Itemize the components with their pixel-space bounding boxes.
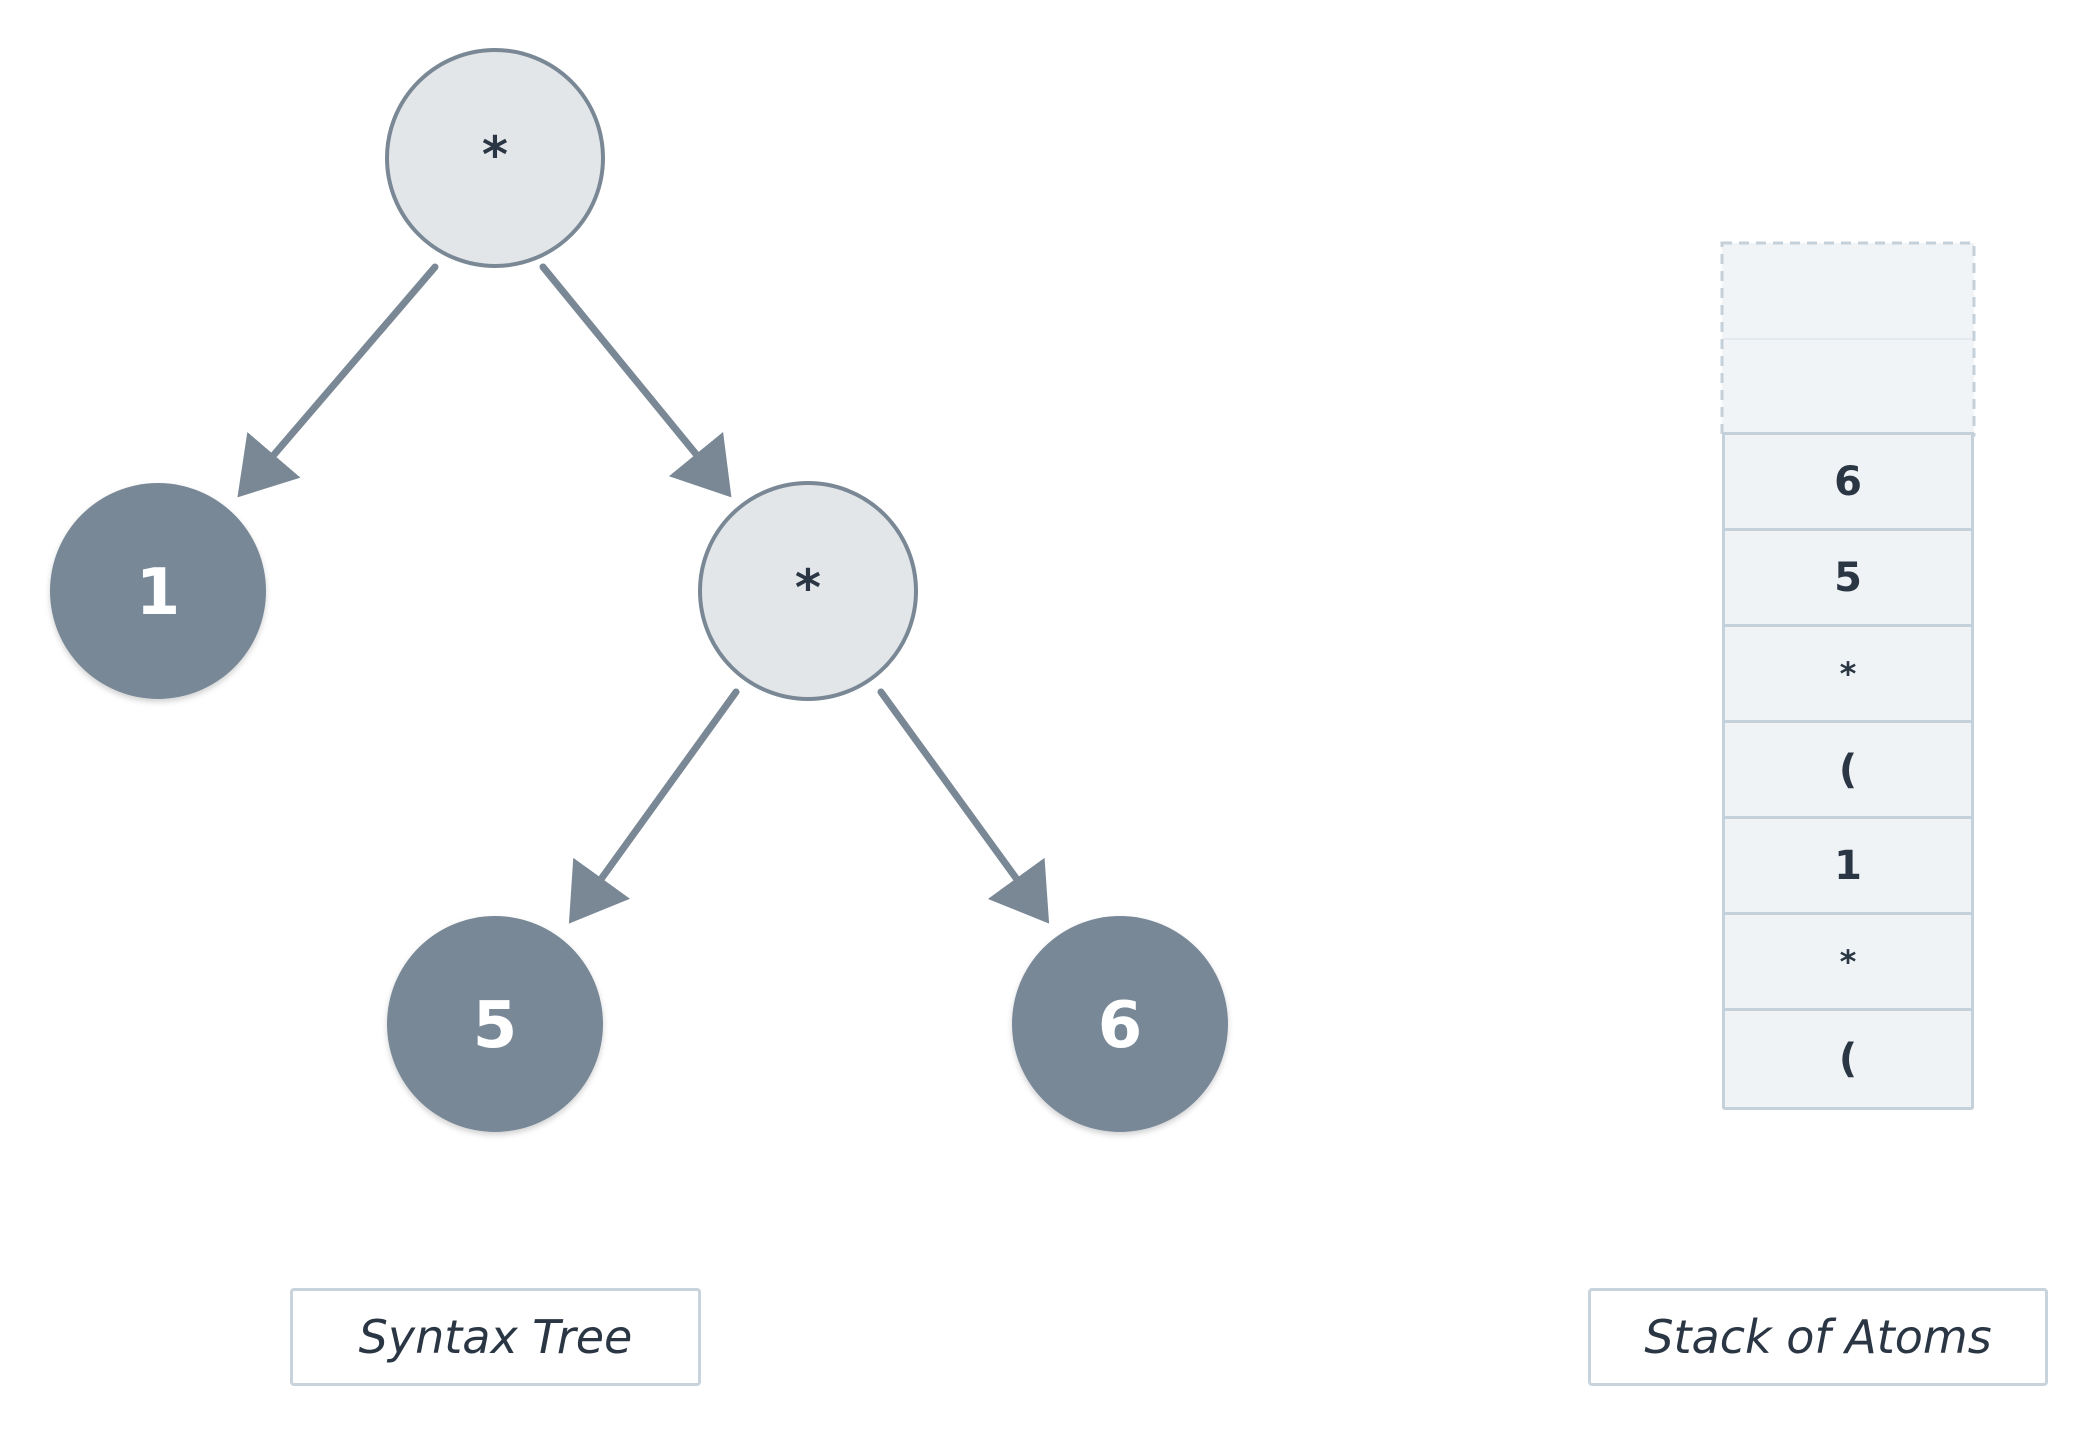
- tree-node-atom-6: 6: [1012, 916, 1228, 1132]
- stack-item-label: 6: [1834, 458, 1862, 505]
- stack-item: (: [1722, 720, 1974, 816]
- tree-node-root-label: *: [482, 126, 508, 184]
- tree-node-inner: *: [698, 481, 918, 701]
- tree-edge-root-to-1: [237, 263, 439, 498]
- tree-edge-inner-to-5: [568, 688, 740, 924]
- tree-node-root: *: [385, 48, 605, 268]
- tree-edge-inner-to-6: [877, 688, 1050, 924]
- tree-node-atom-1-label: 1: [136, 556, 181, 630]
- stack-item: 6: [1722, 432, 1974, 528]
- stack-item: 5: [1722, 528, 1974, 624]
- stack-item-label: *: [1839, 942, 1857, 981]
- tree-node-atom-6-label: 6: [1098, 989, 1143, 1063]
- stack-item-label: *: [1839, 654, 1857, 693]
- stack-item: *: [1722, 912, 1974, 1008]
- stack-item-label: (: [1838, 1036, 1858, 1082]
- stack-item-label: 1: [1834, 842, 1862, 889]
- tree-node-atom-1: 1: [50, 483, 266, 699]
- syntax-tree-caption: Syntax Tree: [290, 1288, 701, 1386]
- tree-node-inner-label: *: [795, 559, 821, 617]
- tree-edge-root-to-inner: [539, 263, 732, 498]
- tree-node-atom-5: 5: [387, 916, 603, 1132]
- tree-node-atom-5-label: 5: [473, 989, 518, 1063]
- stack-of-atoms-caption: Stack of Atoms: [1588, 1288, 2048, 1386]
- stack-item-label: 5: [1834, 554, 1862, 601]
- stack-item: *: [1722, 624, 1974, 720]
- stack-item: 1: [1722, 816, 1974, 912]
- stack-item: (: [1722, 1008, 1974, 1110]
- stack-item-label: (: [1838, 746, 1858, 793]
